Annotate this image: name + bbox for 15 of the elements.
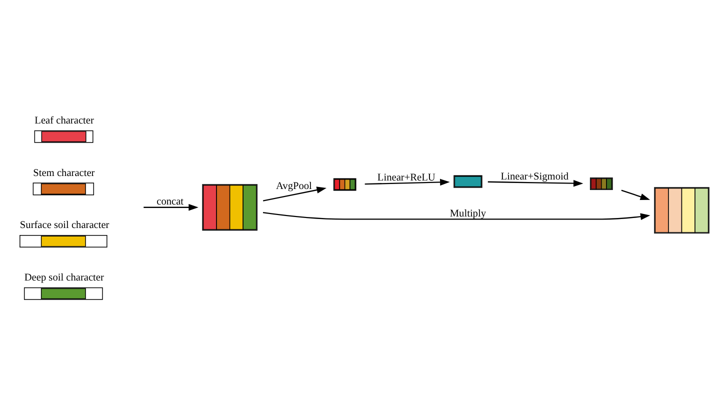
edge-label: Linear+Sigmoid [500,172,569,182]
node-label: Leaf character [34,115,94,126]
node-label: Deep soil character [24,272,104,284]
edge-label: Multiply [450,208,486,220]
arrow [621,190,650,200]
edge-label: Linear+ReLU [377,172,436,184]
arrow [364,178,450,186]
node-label: Stem character [33,168,95,179]
edge-label: concat [156,196,184,208]
arrow [488,180,584,187]
edge-label: AvgPool [276,181,312,192]
arrow [144,204,198,211]
node-label: Surface soil character [20,220,110,232]
arrow [262,212,650,220]
arrow [262,186,326,202]
